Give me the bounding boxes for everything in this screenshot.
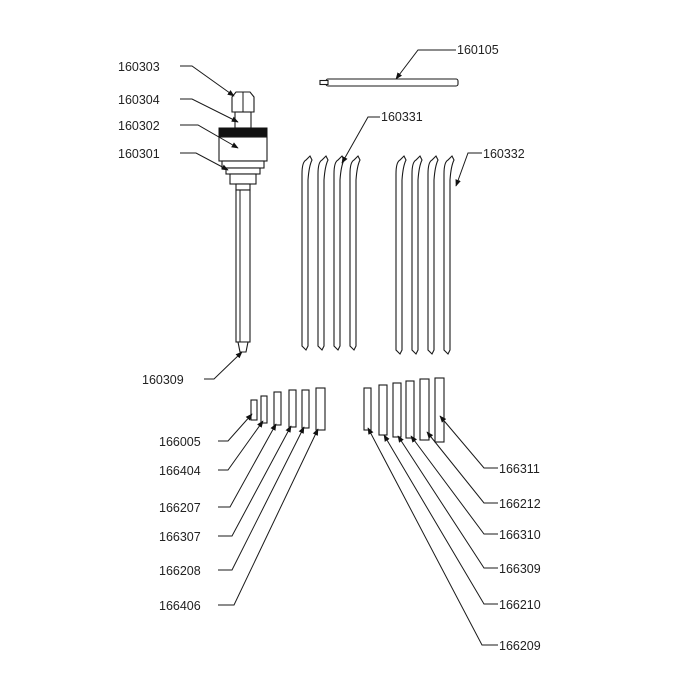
- flange-leader: [180, 152, 229, 171]
- blade: [411, 155, 423, 355]
- label-blades-left: 160331: [381, 110, 423, 124]
- label-pin5: 166208: [159, 564, 201, 578]
- label-pin2: 166404: [159, 464, 201, 478]
- label-collar: 160304: [118, 93, 160, 107]
- label-rpin5: 166210: [499, 598, 541, 612]
- label-rpin1: 166311: [499, 462, 540, 476]
- rpin3-leader: [410, 435, 498, 535]
- rpin4-leader: [397, 435, 498, 569]
- tip-leader: [204, 351, 243, 380]
- label-pin4: 166307: [159, 530, 201, 544]
- rod-part: [319, 78, 459, 87]
- label-nut: 160303: [118, 60, 160, 74]
- blade: [395, 155, 407, 355]
- label-pin1: 166005: [159, 435, 201, 449]
- blade-set-left: [301, 155, 361, 351]
- pin6-leader: [218, 428, 319, 606]
- label-pin3: 166207: [159, 501, 201, 515]
- label-rpin4: 166309: [499, 562, 541, 576]
- blade: [427, 155, 439, 355]
- blade: [317, 155, 329, 351]
- label-flange: 160301: [118, 147, 160, 161]
- blades-left-leader: [341, 116, 380, 164]
- blade-set-right: [395, 155, 455, 355]
- rpin5-leader: [383, 434, 498, 605]
- tool-assembly: [218, 91, 268, 353]
- label-shaft-tip: 160309: [142, 373, 184, 387]
- label-blades-right: 160332: [483, 147, 525, 161]
- label-rod: 160105: [457, 43, 499, 57]
- label-rpin3: 166310: [499, 528, 541, 542]
- pin4-leader: [218, 425, 292, 537]
- pin-set-right: [363, 377, 445, 443]
- label-rpin6: 166209: [499, 639, 541, 653]
- rpin6-leader: [367, 427, 498, 646]
- nut-leader: [180, 65, 235, 97]
- label-pin6: 166406: [159, 599, 201, 613]
- pin2-leader: [218, 420, 264, 471]
- body-leader: [180, 124, 239, 149]
- collar-leader: [180, 98, 239, 123]
- blade: [443, 155, 455, 355]
- pin-set-left: [250, 387, 326, 431]
- rod-leader: [395, 49, 456, 80]
- rpin2-leader: [426, 431, 498, 504]
- blade: [333, 155, 345, 351]
- rpin1-leader: [439, 415, 498, 469]
- label-rpin2: 166212: [499, 497, 541, 511]
- pin5-leader: [218, 426, 305, 571]
- blades-right-leader: [455, 152, 482, 187]
- pin1-leader: [218, 413, 253, 442]
- blade: [301, 155, 313, 351]
- pin3-leader: [218, 423, 277, 508]
- label-body: 160302: [118, 119, 160, 133]
- blade: [349, 155, 361, 351]
